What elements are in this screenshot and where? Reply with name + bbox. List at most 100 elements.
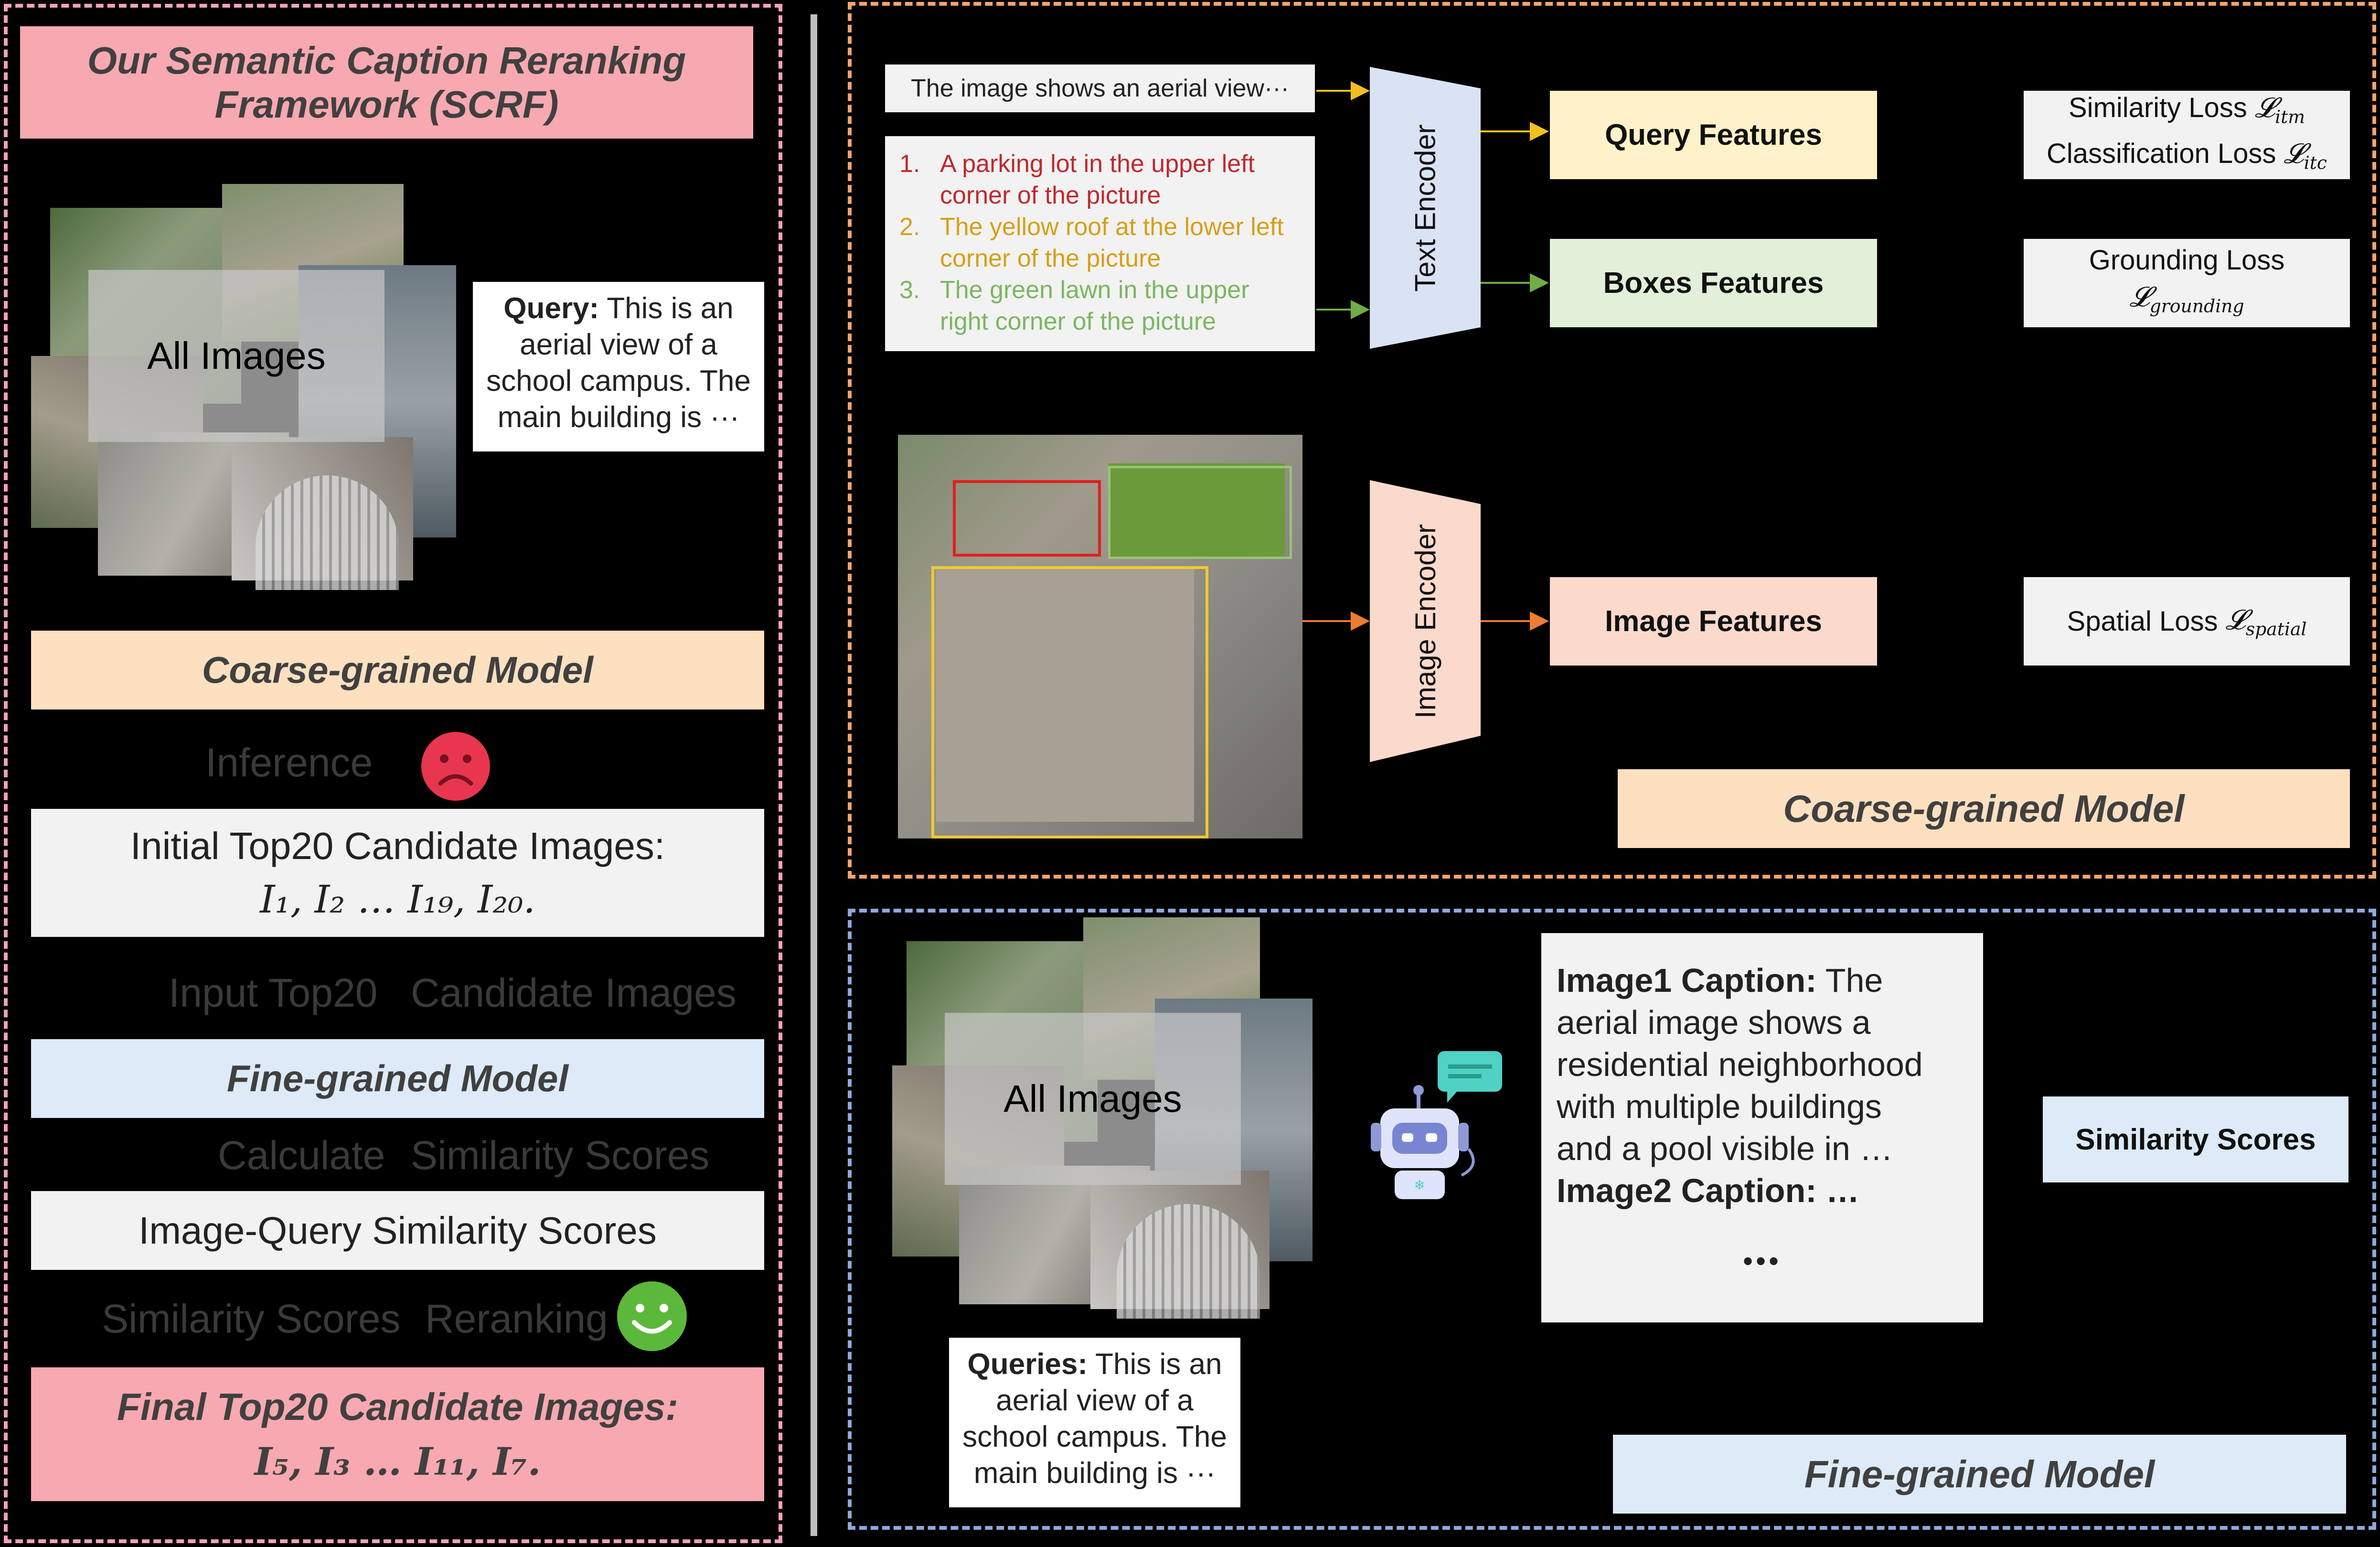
fine-similarity-scores-box: Similarity Scores (2043, 1096, 2348, 1182)
text-encoder-shape (1370, 67, 1481, 349)
panel-divider (811, 14, 817, 1536)
scrf-frame (4, 4, 782, 1543)
image-collage: All Images (31, 184, 456, 590)
loss-spatial-sub: spatial (2245, 618, 2307, 640)
phrase-num-2: 2. (899, 213, 920, 241)
query-line-4: main building is ··· (497, 401, 740, 434)
initial-candidates-box: Initial Top20 Candidate Images: I₁, I₂ …… (31, 809, 764, 937)
fine-stadium-roof (1117, 1204, 1260, 1319)
final-candidates-box: Final Top20 Candidate Images: I₅, I₃ … I… (31, 1367, 764, 1501)
inference-label: Inference (205, 740, 373, 785)
caption1-label: Image1 Caption: (1557, 962, 1817, 999)
image-encoder-label: Image Encoder (1409, 524, 1441, 719)
phrase-2-line2: corner of the picture (940, 245, 1161, 272)
fine-model-frame (848, 909, 2376, 1530)
phrase-3-line2: right corner of the picture (940, 308, 1217, 335)
caption1-line-1: The (1825, 962, 1883, 999)
query-features-label: Query Features (1605, 118, 1822, 151)
scrf-title: Our Semantic Caption Reranking Framework… (20, 26, 753, 139)
spatial-loss-label: Spatial Loss (2067, 606, 2218, 637)
phrase-2-line1: The yellow roof at the lower left (940, 213, 1284, 241)
queries-box: Queries: This is an aerial view of a sch… (949, 1338, 1240, 1507)
left-fine-model-box: Fine-grained Model (31, 1039, 764, 1118)
queries-line-2: aerial view of a (996, 1384, 1194, 1417)
spatial-loss-box: Spatial Loss 𝓛spatial (2024, 577, 2350, 666)
fine-all-images-overlay: All Images (945, 1013, 1241, 1185)
image-features-label: Image Features (1605, 605, 1822, 638)
initial-candidates-title: Initial Top20 Candidate Images: (130, 825, 665, 867)
caption1-line-2: aerial image shows a (1557, 1004, 1871, 1041)
similarity-loss-label: Similarity Loss (2068, 92, 2247, 123)
phrase-num-3: 3. (899, 276, 920, 304)
query-line-2: aerial view of a (520, 328, 717, 361)
image-query-scores-label: Image-Query Similarity Scores (139, 1209, 657, 1252)
phrase-list: 1. A parking lot in the upper left corne… (885, 136, 1315, 351)
phrase-item-2: 2. The yellow roof at the lower left cor… (899, 211, 1301, 274)
roof-area (936, 569, 1194, 822)
coarse-model-frame (848, 2, 2376, 879)
left-fine-model-label: Fine-grained Model (226, 1057, 569, 1099)
loss-grounding-sub: grounding (2149, 295, 2244, 317)
lawn-area (1108, 463, 1285, 559)
phrase-item-1: 1. A parking lot in the upper left corne… (899, 148, 1301, 211)
input-top20-label: Input Top20 (169, 970, 378, 1015)
svg-text:❄: ❄ (1414, 1177, 1425, 1193)
similarity-scores-label: Similarity Scores (102, 1296, 401, 1341)
text-input-label: The image shows an aerial view··· (911, 75, 1289, 102)
phrase-num-1: 1. (899, 150, 920, 178)
fine-model-label-box: Fine-grained Model (1613, 1435, 2346, 1514)
similarity-step-label: Similarity Scores (411, 1133, 710, 1178)
robot-icon: ❄ (1366, 1046, 1505, 1204)
initial-candidates-formula: I₁, I₂ … I₁₉, I₂₀. (260, 877, 535, 922)
query-box: Query: This is an aerial view of a schoo… (473, 282, 764, 451)
phrase-3-line1: The green lawn in the upper (940, 276, 1249, 304)
queries-line-3: school campus. The (962, 1420, 1227, 1453)
query-line-3: school campus. The (486, 365, 751, 397)
phrase-1-line1: A parking lot in the upper left (940, 150, 1255, 178)
caption1-line-3: residential neighborhood (1557, 1046, 1923, 1083)
reranking-label: Reranking (425, 1296, 608, 1341)
sad-face-icon (420, 731, 491, 802)
loss-itm-sub: itm (2275, 106, 2305, 128)
itm-itc-loss-box: Similarity Loss 𝓛itm Classification Loss… (2024, 91, 2350, 179)
text-input-box: The image shows an aerial view··· (885, 64, 1315, 112)
left-coarse-model-box: Coarse-grained Model (31, 631, 764, 709)
queries-line-1: This is an (1095, 1348, 1222, 1381)
queries-label: Queries: (967, 1348, 1088, 1381)
boxes-features-label: Boxes Features (1603, 267, 1824, 300)
all-images-overlay: All Images (88, 270, 384, 442)
image-encoder-label-wrap: Image Encoder (1370, 480, 1481, 762)
roof-box (931, 566, 1208, 838)
text-encoder-label: Text Encoder (1409, 124, 1441, 292)
classification-loss-label: Classification Loss (2047, 138, 2276, 169)
happy-face-icon (616, 1280, 688, 1352)
caption-box: Image1 Caption: The aerial image shows a… (1541, 933, 1983, 1322)
query-label: Query: (503, 292, 599, 325)
left-coarse-model-label: Coarse-grained Model (202, 649, 594, 691)
boxes-features-box: Boxes Features (1550, 239, 1877, 327)
calculate-label: Calculate (218, 1133, 385, 1178)
similarity-loss-line: Similarity Loss 𝓛itm (2068, 91, 2305, 128)
fine-model-label: Fine-grained Model (1804, 1452, 2155, 1495)
stadium-roof (256, 475, 399, 590)
grounding-loss-label: Grounding Loss (2089, 244, 2285, 276)
image-features-box: Image Features (1550, 577, 1877, 666)
grounding-loss-box: Grounding Loss 𝓛grounding (2024, 239, 2350, 327)
caption1-line-5: and a pool visible in … (1557, 1130, 1893, 1167)
image-query-scores-box: Image-Query Similarity Scores (31, 1191, 764, 1270)
aerial-grounding-image (898, 435, 1302, 838)
scrf-title-line2: Framework (SCRF) (214, 83, 559, 126)
lawn-box (1108, 466, 1292, 559)
all-images-label: All Images (147, 334, 326, 377)
final-candidates-title: Final Top20 Candidate Images: (117, 1386, 679, 1428)
queries-line-4: main building is ··· (973, 1457, 1216, 1490)
text-encoder-label-wrap: Text Encoder (1370, 67, 1481, 349)
coarse-model-label: Coarse-grained Model (1783, 787, 2185, 830)
scrf-title-line1: Our Semantic Caption Reranking (87, 39, 686, 82)
parking-box (953, 480, 1101, 557)
caption2-label: Image2 Caption: … (1557, 1172, 1859, 1209)
fine-image-collage: All Images (892, 917, 1313, 1319)
query-line-1: This is an (607, 292, 734, 325)
query-features-box: Query Features (1550, 91, 1877, 179)
